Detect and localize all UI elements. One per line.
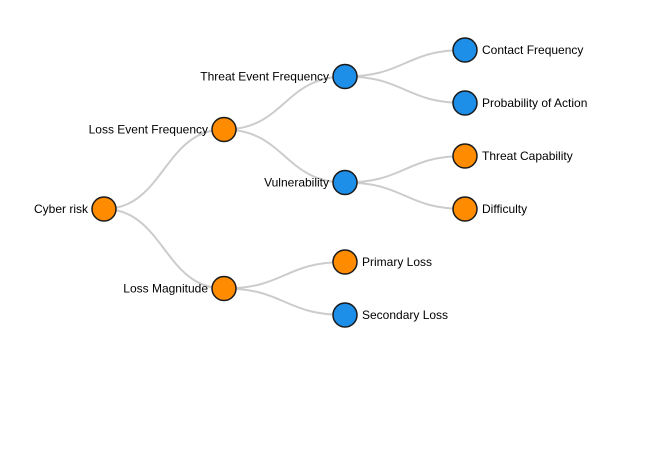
node-circle[interactable] [452,90,478,116]
node-label: Threat Event Frequency [200,70,329,84]
node-secondary-loss[interactable]: Secondary Loss [332,302,448,328]
node-cyber-risk[interactable]: Cyber risk [34,196,117,222]
node-circle[interactable] [332,63,358,90]
node-threat-event-frequency[interactable]: Threat Event Frequency [200,63,358,90]
node-label: Vulnerability [264,176,329,190]
link-vulnerability-to-threat-capability [344,155,466,184]
node-circle[interactable] [332,169,358,196]
node-label: Loss Magnitude [123,282,208,296]
node-contact-frequency[interactable]: Contact Frequency [452,37,583,63]
link-vulnerability-to-difficulty [344,181,466,210]
link-cyber-risk-to-loss-event-frequency [103,128,225,210]
node-circle[interactable] [211,116,237,143]
link-threat-event-frequency-to-contact-frequency [344,49,466,78]
node-label: Difficulty [482,202,527,216]
node-loss-event-frequency[interactable]: Loss Event Frequency [89,116,237,143]
node-label: Threat Capability [482,149,573,163]
node-label: Primary Loss [362,255,432,269]
node-label: Probability of Action [482,96,587,110]
node-circle[interactable] [452,143,478,169]
node-label: Cyber risk [34,202,89,216]
node-label: Contact Frequency [482,43,583,57]
link-loss-magnitude-to-primary-loss [223,261,346,290]
node-label: Secondary Loss [362,308,448,322]
node-probability-of-action[interactable]: Probability of Action [452,90,587,116]
node-circle[interactable] [211,275,237,302]
node-circle[interactable] [332,302,358,328]
node-threat-capability[interactable]: Threat Capability [452,143,573,169]
nodes-layer: Cyber risk Loss Event Frequency Threat Eve… [34,37,587,328]
link-cyber-risk-to-loss-magnitude [103,208,225,290]
node-circle[interactable] [91,196,117,222]
node-circle[interactable] [332,249,358,275]
link-loss-magnitude-to-secondary-loss [223,287,346,316]
node-vulnerability[interactable]: Vulnerability [264,169,358,196]
link-threat-event-frequency-to-probability-of-action [344,75,466,104]
node-circle[interactable] [452,37,478,63]
node-circle[interactable] [452,196,478,222]
node-difficulty[interactable]: Difficulty [452,196,527,222]
node-primary-loss[interactable]: Primary Loss [332,249,432,275]
node-loss-magnitude[interactable]: Loss Magnitude [123,275,237,302]
link-loss-event-frequency-to-vulnerability [223,128,346,184]
links-layer [103,49,466,316]
link-loss-event-frequency-to-threat-event-frequency [223,75,346,131]
node-label: Loss Event Frequency [89,123,208,137]
